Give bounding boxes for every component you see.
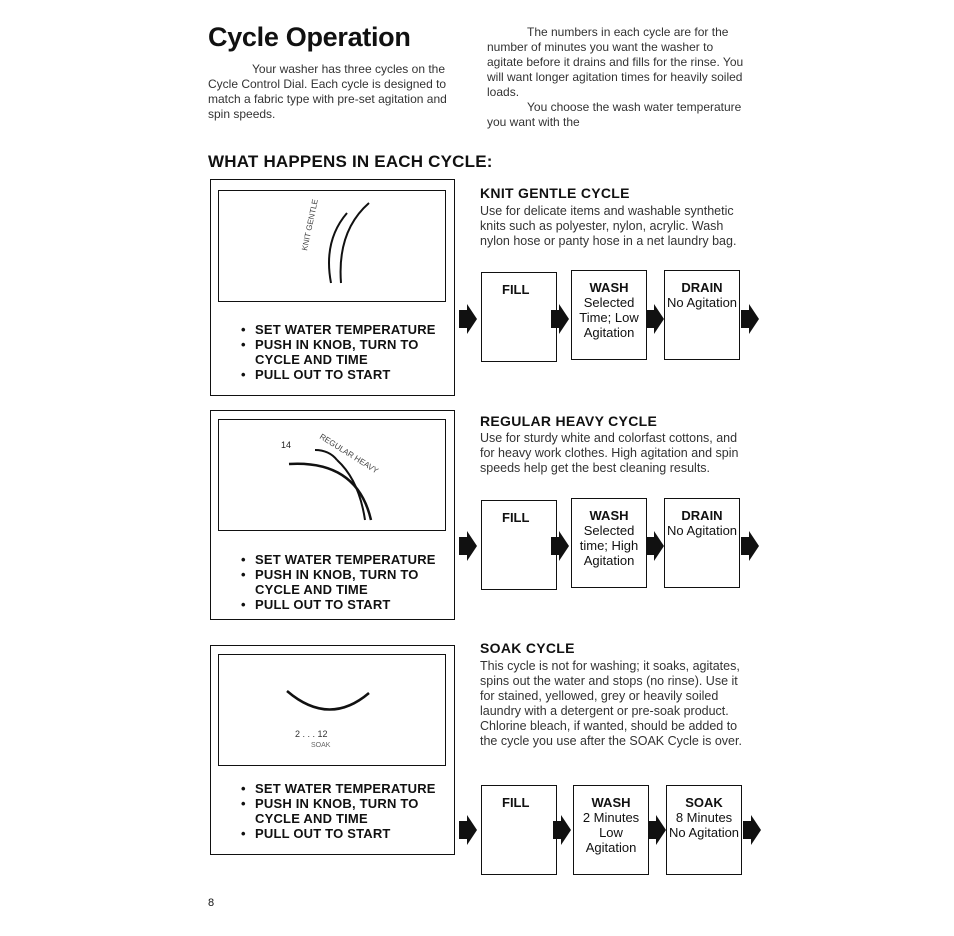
knit-gentle-title: KNIT GENTLE CYCLE [480,185,630,201]
knit-gentle-drain-stage: DRAIN No Agitation [664,270,740,360]
regular-heavy-dial-graphic: 14 REGULAR HEAVY [281,432,380,521]
step-pull-out: PULL OUT TO START [241,367,436,382]
regular-heavy-dial: 14 REGULAR HEAVY [218,419,446,531]
soak-dial-label: SOAK [311,742,331,749]
arrow-icon [646,304,664,334]
arrow-icon [743,815,761,845]
stage-head: FILL [502,795,530,810]
arrow-icon [551,531,569,561]
soak-steps: SET WATER TEMPERATURE PUSH IN KNOB, TURN… [241,781,436,841]
step-push-knob: PUSH IN KNOB, TURN TO [241,337,436,352]
step-push-knob-cont: CYCLE AND TIME [255,811,368,826]
regular-heavy-dial-number: 14 [281,440,291,450]
soak-description: This cycle is not for washing; it soaks,… [480,659,742,748]
step-set-temperature: SET WATER TEMPERATURE [241,781,436,796]
step-push-knob-cont: CYCLE AND TIME [255,352,368,367]
soak-panel [210,645,455,855]
knit-gentle-dial-graphic: KNIT GENTLE [300,198,370,284]
intro-right-text: The numbers in each cycle are for the nu… [487,25,749,130]
soak-dial: 2 . . . 12 SOAK [218,654,446,766]
regular-heavy-drain-stage: DRAIN No Agitation [664,498,740,588]
soak-wash-stage: WASH 2 Minutes Low Agitation [573,785,649,875]
stage-text: No Agitation [666,295,738,310]
regular-heavy-description: Use for sturdy white and colorfast cotto… [480,431,739,475]
soak-dial-numbers: 2 . . . 12 [295,729,328,739]
step-push-knob-cont: CYCLE AND TIME [255,582,368,597]
stage-text: Selected Time; Low Agitation [579,295,639,340]
intro-left-text: Your washer has three cycles on the Cycl… [208,62,447,121]
step-push-knob: PUSH IN KNOB, TURN TO [241,567,436,582]
page-title: Cycle Operation [208,22,411,52]
soak-fill-stage: FILL [481,785,557,875]
stage-head: DRAIN [681,508,723,523]
arrow-icon [551,304,569,334]
stage-text: Selected time; High Agitation [579,523,639,568]
step-set-temperature: SET WATER TEMPERATURE [241,322,436,337]
stage-head: SOAK [685,795,723,810]
page-number: 8 [208,897,215,909]
stage-head: FILL [502,510,530,525]
arrow-icon [648,815,666,845]
regular-heavy-steps: SET WATER TEMPERATURE PUSH IN KNOB, TURN… [241,552,436,612]
arrow-icon [741,304,759,334]
stage-head: WASH [589,508,629,523]
step-push-knob: PUSH IN KNOB, TURN TO [241,796,436,811]
step-pull-out: PULL OUT TO START [241,826,436,841]
step-pull-out: PULL OUT TO START [241,597,436,612]
regular-heavy-wash-stage: WASH Selected time; High Agitation [571,498,647,588]
regular-heavy-fill-stage: FILL [481,500,557,590]
knit-gentle-panel [210,179,455,396]
stage-text: 8 Minutes No Agitation [668,810,740,840]
stage-text: No Agitation [666,523,738,538]
section-heading: WHAT HAPPENS IN EACH CYCLE: [208,152,493,171]
stage-head: FILL [502,282,530,297]
step-set-temperature: SET WATER TEMPERATURE [241,552,436,567]
stage-head: WASH [589,280,629,295]
arrow-icon [459,531,477,561]
knit-gentle-wash-stage: WASH Selected Time; Low Agitation [571,270,647,360]
stage-text: 2 Minutes Low Agitation [582,810,640,855]
knit-gentle-steps: SET WATER TEMPERATURE PUSH IN KNOB, TURN… [241,322,436,382]
soak-title: SOAK CYCLE [480,640,575,656]
soak-soak-stage: SOAK 8 Minutes No Agitation [666,785,742,875]
knit-gentle-description: Use for delicate items and washable synt… [480,204,737,248]
knit-gentle-fill-stage: FILL [481,272,557,362]
knit-gentle-dial: KNIT GENTLE [218,190,446,302]
arrow-icon [459,815,477,845]
arrow-icon [553,815,571,845]
arrow-icon [459,304,477,334]
arrow-icon [741,531,759,561]
stage-head: WASH [591,795,631,810]
stage-head: DRAIN [681,280,723,295]
intro-right-paragraph-2: You choose the wash water temperature yo… [487,100,742,129]
arrow-icon [646,531,664,561]
regular-heavy-panel [210,410,455,620]
soak-dial-graphic: 2 . . . 12 SOAK [286,690,370,749]
intro-right-paragraph-1: The numbers in each cycle are for the nu… [487,25,744,99]
knit-gentle-dial-label: KNIT GENTLE [300,198,320,251]
regular-heavy-title: REGULAR HEAVY CYCLE [480,413,658,429]
